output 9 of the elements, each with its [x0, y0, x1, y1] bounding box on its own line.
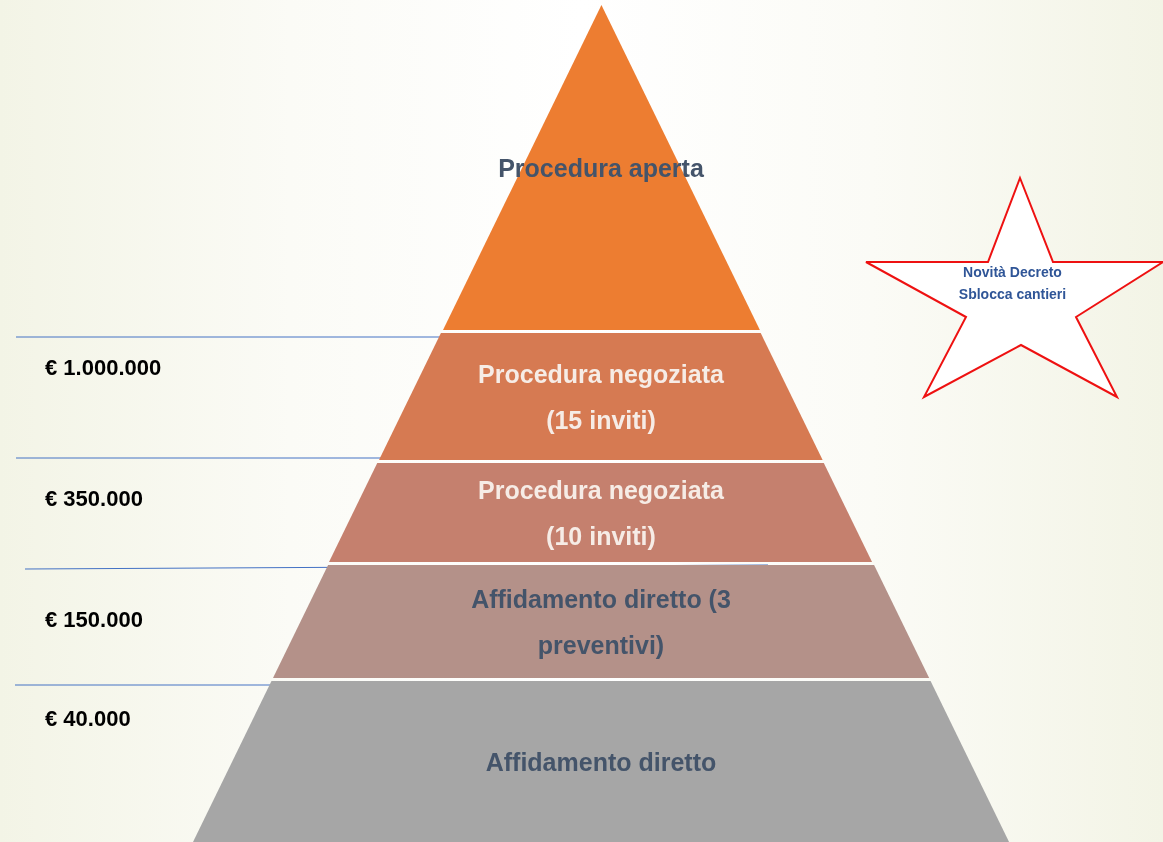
threshold-amount: € 40.000 — [45, 706, 131, 732]
threshold-amount: € 350.000 — [45, 486, 143, 512]
star-label: Novità Decreto Sblocca cantieri — [957, 262, 1068, 304]
threshold-amount: € 150.000 — [45, 607, 143, 633]
layer-label: Affidamento diretto — [485, 746, 717, 778]
threshold-amount: € 1.000.000 — [45, 355, 162, 381]
layer-label: Affidamento diretto (3 preventivi) — [470, 583, 732, 661]
layer-label: Procedura negoziata (15 inviti) — [477, 358, 725, 436]
layer-label: Procedura negoziata (10 inviti) — [477, 474, 725, 552]
